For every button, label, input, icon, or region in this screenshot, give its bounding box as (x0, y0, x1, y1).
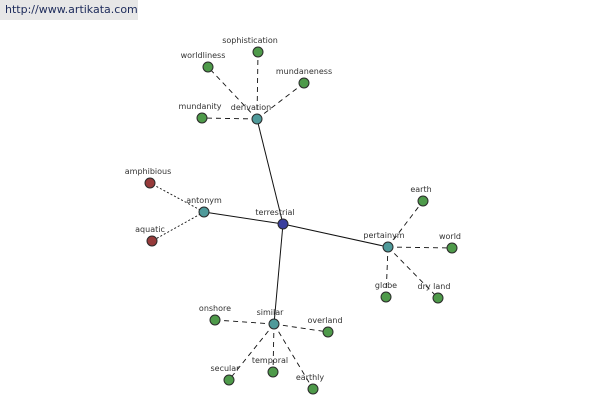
node-secular[interactable] (223, 374, 235, 386)
node-earth[interactable] (417, 195, 429, 207)
edge-similar-earthly (273, 323, 314, 390)
edge-pertainym-dry-land (387, 246, 439, 299)
label-temporal: temporal (252, 356, 288, 365)
label-pertainym: pertainym (363, 231, 404, 240)
node-sophistication[interactable] (252, 46, 264, 58)
label-sophistication: sophistication (222, 36, 278, 45)
source-url[interactable]: http://www.artikata.com (0, 0, 138, 20)
edges-layer (149, 51, 453, 390)
label-secular: secular (211, 364, 241, 373)
label-mundaneness: mundaneness (276, 67, 332, 76)
nodes-layer (144, 46, 458, 395)
edge-terrestrial-antonym (203, 211, 284, 225)
edge-derivation-mundaneness (256, 82, 305, 120)
node-overland[interactable] (322, 326, 334, 338)
label-globe: globe (375, 281, 397, 290)
label-antonym: antonym (186, 196, 222, 205)
edge-terrestrial-similar (273, 223, 284, 325)
node-pertainym[interactable] (382, 241, 394, 253)
node-dry-land[interactable] (432, 292, 444, 304)
label-worldliness: worldliness (181, 51, 226, 60)
label-overland: overland (307, 316, 342, 325)
label-amphibious: amphibious (125, 167, 172, 176)
edge-pertainym-earth (387, 200, 424, 248)
edge-similar-temporal (272, 323, 275, 373)
label-aquatic: aquatic (135, 225, 165, 234)
label-earthly: earthly (296, 373, 325, 382)
edge-derivation-worldliness (207, 66, 258, 120)
node-mundanity[interactable] (196, 112, 208, 124)
label-onshore: onshore (199, 304, 231, 313)
node-antonym[interactable] (198, 206, 210, 218)
label-world: world (439, 232, 461, 241)
node-mundaneness[interactable] (298, 77, 310, 89)
label-dry-land: dry land (418, 282, 451, 291)
node-world[interactable] (446, 242, 458, 254)
node-similar[interactable] (268, 318, 280, 330)
label-earth: earth (410, 185, 431, 194)
edge-derivation-sophistication (256, 51, 259, 120)
node-globe[interactable] (380, 291, 392, 303)
label-similar: similar (257, 308, 285, 317)
edge-terrestrial-derivation (256, 118, 284, 225)
edge-pertainym-world (387, 246, 453, 249)
edge-derivation-mundanity (201, 117, 258, 120)
edge-terrestrial-pertainym (282, 223, 389, 248)
label-terrestrial: terrestrial (255, 208, 294, 217)
labels-layer: terrestrial derivation worldliness sophisti… (125, 36, 461, 382)
node-amphibious[interactable] (144, 177, 156, 189)
node-derivation[interactable] (251, 113, 263, 125)
node-onshore[interactable] (209, 314, 221, 326)
node-aquatic[interactable] (146, 235, 158, 247)
node-terrestrial[interactable] (277, 218, 289, 230)
node-temporal[interactable] (267, 366, 279, 378)
node-worldliness[interactable] (202, 61, 214, 73)
node-earthly[interactable] (307, 383, 319, 395)
label-mundanity: mundanity (178, 102, 221, 111)
edge-similar-onshore (214, 319, 275, 325)
edge-similar-overland (273, 323, 329, 333)
label-derivation: derivation (231, 103, 271, 112)
edge-similar-secular (228, 323, 275, 381)
edge-antonym-aquatic (151, 211, 205, 242)
